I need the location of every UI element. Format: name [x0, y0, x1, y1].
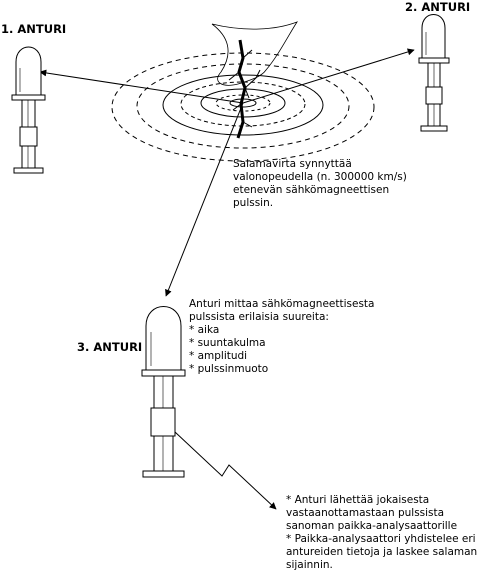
analyzer-description: * Anturi lähettää jokaisesta vastaanotta… [286, 494, 477, 572]
measurement-description-line: * amplitudi [189, 350, 248, 362]
sensor-2-label: 2. ANTURI [405, 0, 471, 14]
analyzer-description-line: vastaanottamastaan pulssista [286, 507, 445, 519]
pulse-rings [111, 52, 375, 162]
analyzer-description-line: sanoman paikka-analysaattorille [286, 520, 458, 532]
lightning-bolt [228, 39, 261, 139]
sensor-1-antenna [11, 46, 46, 174]
analyzer-description-line: sijainnin. [286, 559, 333, 571]
pulse-description-line: etenevän sähkömagneettisen [233, 184, 390, 196]
sensor-3-antenna [141, 306, 186, 478]
sensor-1-label: 1. ANTURI [1, 22, 67, 36]
sensor-2-antenna [418, 14, 450, 132]
measurement-description-line: * pulssinmuoto [189, 363, 269, 375]
measurement-description-line: pulssista erilaisia suureita: [189, 311, 329, 323]
pulse-description-line: pulssin. [233, 197, 274, 209]
measurement-description-line: * aika [189, 324, 220, 336]
arrow-to-sensor-1 [39, 69, 244, 104]
arrow-to-sensor-2 [242, 48, 415, 104]
measurement-description-line: Anturi mittaa sähkömagneettisesta [189, 298, 375, 310]
sensor-3-label: 3. ANTURI [77, 340, 143, 354]
arrow-to-sensor-3 [165, 102, 244, 297]
pulse-description: Salamavirta synnyttää valonopeudella (n.… [233, 158, 407, 210]
pulse-description-line: Salamavirta synnyttää [233, 158, 352, 170]
measurement-description: Anturi mittaa sähkömagneettisesta pulssi… [189, 298, 374, 376]
pulse-description-line: valonopeudella (n. 300000 km/s) [233, 171, 407, 183]
analyzer-description-line: * Paikka-analysaattori yhdistelee eri [286, 533, 476, 545]
radio-link-arrow [174, 431, 277, 510]
analyzer-description-line: * Anturi lähettää jokaisesta [286, 494, 430, 506]
analyzer-description-line: antureiden tietoja ja laskee salaman [286, 546, 478, 558]
measurement-description-line: * suuntakulma [189, 337, 266, 349]
